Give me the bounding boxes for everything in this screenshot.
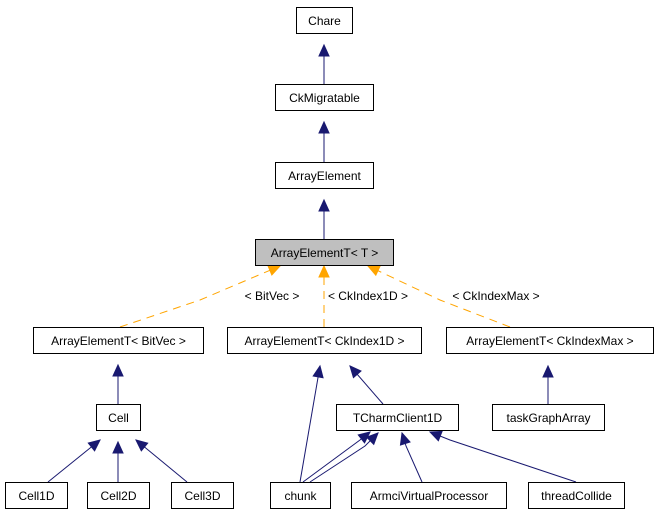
class-node-box[interactable] (33, 327, 204, 354)
class-node-ae-ckindexmax[interactable]: ArrayElementT< CkIndexMax > (446, 327, 654, 354)
class-node-armcivirtualprocessor[interactable]: ArmciVirtualProcessor (351, 482, 507, 509)
class-node-label: chunk (284, 489, 317, 503)
edge-ckmigratable-to-chare (318, 43, 330, 84)
class-node-label: threadCollide (541, 489, 612, 503)
edges-layer: < BitVec > < CkIndex1D > < CkIndexMax > (47, 43, 577, 483)
class-node-label: ArrayElement (288, 169, 361, 183)
edge-label: < BitVec > (245, 289, 300, 303)
arrowhead-icon (318, 43, 330, 57)
class-node-chare[interactable]: Chare (296, 7, 353, 34)
edge-cell3d-to-cell (135, 439, 188, 483)
edge-ae-ckindex1d-to-arrayelementt: < CkIndex1D > (318, 264, 408, 327)
class-node-tcharmclient1d[interactable]: TCharmClient1D (336, 404, 459, 431)
class-node-box (255, 239, 394, 266)
class-node-label: Cell1D (18, 489, 54, 503)
arrowhead-icon (399, 431, 411, 446)
arrowhead-icon (318, 198, 330, 212)
arrowhead-icon (267, 265, 282, 276)
arrowhead-icon (349, 365, 362, 379)
edge-arrayelementt-to-arrayelement (318, 198, 330, 239)
class-node-cell1d[interactable]: Cell1D (5, 482, 68, 509)
class-node-chunk[interactable]: chunk (270, 482, 331, 509)
class-node-label: Cell2D (100, 489, 136, 503)
edge-cell-to-ae-bitvec (112, 363, 124, 404)
edge-chunk-to-ae-ckindex1d (299, 364, 324, 483)
class-node-box[interactable] (275, 84, 374, 111)
class-node-cell2d[interactable]: Cell2D (87, 482, 150, 509)
class-node-box[interactable] (528, 482, 625, 509)
class-node-taskgrapharray[interactable]: taskGraphArray (492, 404, 605, 431)
edge-cell1d-to-cell (47, 439, 101, 483)
edge-threadcollide-to-tcharmclient1d (428, 430, 577, 483)
class-node-box[interactable] (171, 482, 234, 509)
edge-tcharmclient1d-to-ae-ckindex1d (349, 365, 384, 405)
class-node-label: Cell3D (184, 489, 220, 503)
class-node-label: taskGraphArray (506, 411, 590, 425)
arrowhead-icon (542, 364, 554, 378)
edge-chunk-to-tcharmclient1d (309, 432, 379, 483)
nodes-layer: ChareCkMigratableArrayElementArrayElemen… (5, 7, 654, 509)
template-edge-line (367, 265, 511, 328)
class-node-box[interactable] (336, 404, 459, 431)
class-node-box[interactable] (96, 404, 141, 431)
edge-chunk-to-tcharmclient1d (302, 431, 371, 483)
arrowhead-icon (135, 439, 149, 452)
arrowhead-icon (112, 440, 124, 454)
class-node-ae-ckindex1d[interactable]: ArrayElementT< CkIndex1D > (227, 327, 422, 354)
inheritance-edge-line (299, 365, 321, 483)
class-node-cell3d[interactable]: Cell3D (171, 482, 234, 509)
edge-label: < CkIndex1D > (328, 289, 408, 303)
edge-taskgrapharray-to-ae-ckindexmax (542, 364, 554, 404)
class-node-threadcollide[interactable]: threadCollide (528, 482, 625, 509)
class-node-box[interactable] (446, 327, 654, 354)
class-node-box[interactable] (227, 327, 422, 354)
class-node-box[interactable] (296, 7, 353, 34)
class-node-ae-bitvec[interactable]: ArrayElementT< BitVec > (33, 327, 204, 354)
arrowhead-icon (365, 432, 379, 446)
class-node-box[interactable] (87, 482, 150, 509)
template-edge-line (119, 265, 281, 328)
arrowhead-icon (366, 265, 381, 277)
edge-label: < CkIndexMax > (452, 289, 539, 303)
arrowhead-icon (428, 430, 443, 442)
class-node-box[interactable] (492, 404, 605, 431)
class-node-label: ArrayElementT< BitVec > (51, 334, 186, 348)
edge-cell2d-to-cell (112, 440, 124, 482)
class-node-arrayelement[interactable]: ArrayElement (275, 162, 374, 189)
arrowhead-icon (87, 439, 101, 452)
inheritance-edge-line (302, 431, 371, 483)
class-node-label: CkMigratable (289, 91, 360, 105)
arrowhead-icon (112, 363, 124, 377)
class-node-label: ArrayElementT< T > (271, 246, 379, 260)
edge-armcivirtualprocessor-to-tcharmclient1d (399, 431, 423, 483)
class-node-label: ArrayElementT< CkIndex1D > (244, 334, 404, 348)
class-node-box[interactable] (270, 482, 331, 509)
class-node-label: ArmciVirtualProcessor (370, 489, 488, 503)
class-node-box[interactable] (5, 482, 68, 509)
inheritance-edge-line (309, 432, 379, 483)
arrowhead-icon (312, 364, 324, 379)
inheritance-edge-line (429, 431, 577, 483)
class-node-label: ArrayElementT< CkIndexMax > (466, 334, 633, 348)
edge-arrayelement-to-ckmigratable (318, 120, 330, 162)
class-node-box[interactable] (275, 162, 374, 189)
class-node-ckmigratable[interactable]: CkMigratable (275, 84, 374, 111)
arrowhead-icon (318, 264, 330, 278)
class-node-box[interactable] (351, 482, 507, 509)
edge-ae-bitvec-to-arrayelementt: < BitVec > (119, 265, 300, 328)
edge-ae-ckindexmax-to-arrayelementt: < CkIndexMax > (366, 265, 540, 328)
class-node-label: Chare (308, 14, 341, 28)
class-node-cell[interactable]: Cell (96, 404, 141, 431)
class-node-arrayelementt: ArrayElementT< T > (255, 239, 394, 266)
class-node-label: TCharmClient1D (353, 411, 443, 425)
arrowhead-icon (318, 120, 330, 134)
class-node-label: Cell (108, 411, 129, 425)
